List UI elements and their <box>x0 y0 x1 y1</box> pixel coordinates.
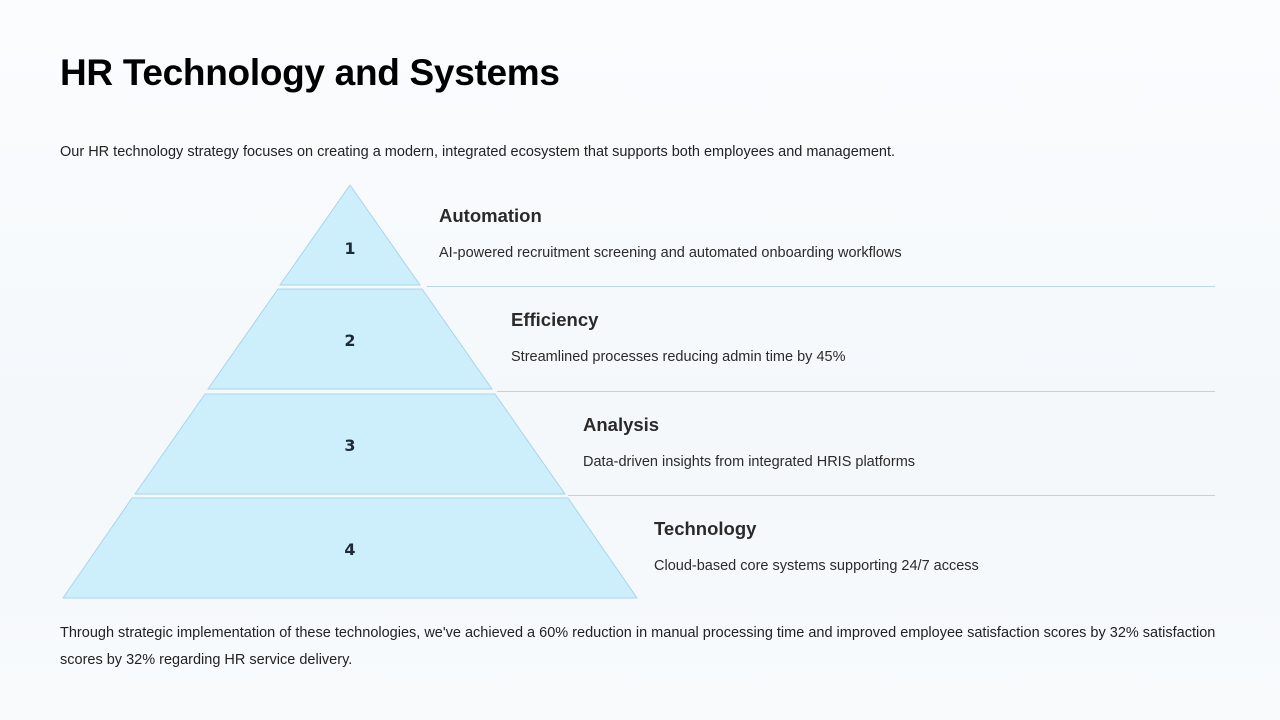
level-title: Efficiency <box>511 309 599 330</box>
level-title: Analysis <box>583 414 660 435</box>
divider <box>568 495 1215 496</box>
level-title: Automation <box>439 205 542 226</box>
level-number-2: 2 <box>344 331 355 350</box>
divider <box>427 286 1215 287</box>
page-title: HR Technology and Systems <box>60 52 560 93</box>
divider <box>497 391 1215 392</box>
pyramid-layer-3 <box>134 393 566 495</box>
pyramid-layer-1 <box>279 184 421 286</box>
level-description: Data-driven insights from integrated HRI… <box>583 454 916 470</box>
level-description: Cloud-based core systems supporting 24/7… <box>654 558 979 574</box>
level-number-3: 3 <box>344 436 355 455</box>
level-1-text: Automation AI-powered recruitment screen… <box>439 205 902 261</box>
level-4-text: Technology Cloud-based core systems supp… <box>654 518 979 574</box>
level-number-1: 1 <box>344 239 355 258</box>
level-3-text: Analysis Data-driven insights from integ… <box>583 414 915 470</box>
level-description: AI-powered recruitment screening and aut… <box>439 245 902 261</box>
level-title: Technology <box>654 518 757 539</box>
summary-text: Through strategic implementation of thes… <box>60 625 1216 668</box>
level-number-4: 4 <box>344 540 355 559</box>
intro-text: Our HR technology strategy focuses on cr… <box>60 144 896 160</box>
pyramid-layer-2 <box>207 288 493 390</box>
pyramid-layer-4 <box>62 497 638 599</box>
level-description: Streamlined processes reducing admin tim… <box>511 349 846 365</box>
level-2-text: Efficiency Streamlined processes reducin… <box>511 309 845 365</box>
